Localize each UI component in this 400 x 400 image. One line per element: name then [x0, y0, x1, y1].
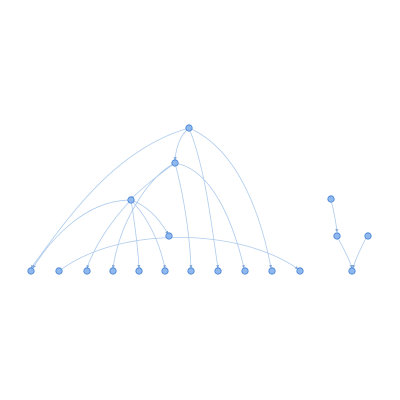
edge-leaf-2-to-leaf-11	[58, 237, 299, 272]
edge-third-to-leaf-bottom-3	[86, 199, 132, 269]
graph-node-right-bottom[interactable]	[348, 267, 356, 275]
edge-right-top-to-right-mid	[330, 199, 339, 233]
graph-node-root[interactable]	[185, 124, 193, 132]
graph-node-leaf-5[interactable]	[135, 267, 143, 275]
graph-node-leaf-3[interactable]	[83, 267, 91, 275]
edge-right-side-to-right-bottom	[352, 235, 368, 269]
edge-third-to-mid-node	[130, 199, 169, 235]
graph-node-right-side[interactable]	[364, 232, 372, 240]
graph-node-right-mid[interactable]	[333, 232, 341, 240]
edge-second-to-leaf-bottom-9	[174, 162, 245, 269]
graph-node-leaf-8[interactable]	[214, 267, 222, 275]
graph-node-leaf-1[interactable]	[27, 267, 35, 275]
edge-right-mid-to-right-bottom	[336, 235, 353, 269]
graph-node-leaf-11[interactable]	[296, 267, 304, 275]
edge-root-to-leaf-bottom-10	[188, 127, 273, 269]
graph-node-right-top[interactable]	[327, 195, 335, 203]
graph-node-leaf-9[interactable]	[241, 267, 249, 275]
edge-root-to-leaf-bottom-8	[188, 127, 220, 269]
edge-third-to-leaf-bottom-6	[130, 199, 166, 269]
edge-root-to-second-level	[173, 127, 190, 161]
node-layer	[27, 124, 372, 275]
graph-node-mid[interactable]	[165, 232, 173, 240]
graph-node-leaf-4[interactable]	[109, 267, 117, 275]
edge-third-to-leaf-bottom-5	[130, 199, 141, 269]
edge-root-to-leaf-bottom-1	[30, 127, 190, 269]
edge-second-to-leaf-bottom-7	[174, 162, 193, 269]
graph-node-third-level[interactable]	[127, 196, 135, 204]
graph-node-leaf-10[interactable]	[268, 267, 276, 275]
edge-third-to-leaf-bottom-1	[32, 199, 132, 269]
edge-second-to-third-level	[130, 162, 176, 200]
graph-node-leaf-7[interactable]	[187, 267, 195, 275]
graph-node-leaf-6[interactable]	[161, 267, 169, 275]
edge-second-to-leaf-bottom-4	[111, 162, 176, 269]
graph-node-leaf-2[interactable]	[55, 267, 63, 275]
graph-node-second-level[interactable]	[171, 159, 179, 167]
edge-layer	[30, 127, 368, 272]
